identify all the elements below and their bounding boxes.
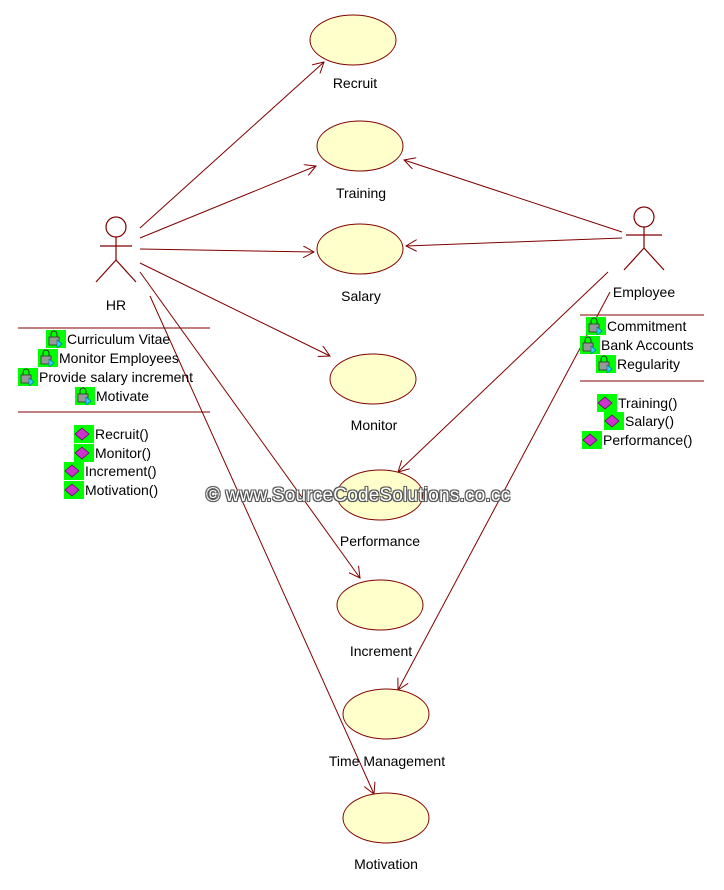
attribute-lock-icon [596, 355, 616, 374]
attribute-lock-icon [38, 349, 58, 368]
hr-attribute-text: Provide salary increment [39, 369, 194, 385]
hr-operation: Recruit() [74, 425, 149, 444]
usecase-motivation[interactable] [342, 792, 430, 844]
assoc-hr-increment [139, 271, 360, 578]
assoc-employee-salary [406, 237, 623, 246]
usecase-label-training: Training [335, 185, 387, 201]
watermark: © www.SourceCodeSolutions.co.cc [206, 485, 511, 506]
usecase-salary[interactable] [316, 223, 404, 275]
attribute-lock-icon [46, 330, 66, 349]
actor-employee-figure[interactable] [623, 206, 665, 271]
assoc-employee-training [404, 160, 623, 233]
operation-diamond-icon [64, 462, 84, 481]
operation-diamond-icon [604, 412, 624, 431]
employee-attribute-text: Regularity [617, 356, 681, 372]
usecase-increment[interactable] [336, 579, 424, 631]
hr-operation: Increment() [64, 462, 157, 481]
employee-attribute: Bank Accounts [580, 336, 694, 355]
use-cases [309, 14, 430, 844]
employee-attribute-text: Commitment [607, 318, 687, 334]
employee-operation-text: Training() [618, 395, 678, 411]
assoc-employee-time-management [398, 291, 611, 690]
hr-attribute-text: Monitor Employees [59, 350, 179, 366]
usecase-monitor[interactable] [329, 353, 417, 405]
usecase-label-performance: Performance [339, 533, 421, 549]
attribute-lock-icon [18, 368, 38, 387]
hr-attribute: Motivate [75, 387, 149, 406]
hr-operation-text: Motivation() [85, 482, 159, 498]
hr-attribute: Monitor Employees [38, 349, 179, 368]
hr-operation-text: Increment() [85, 463, 157, 479]
hr-attribute: Curriculum Vitae [46, 330, 171, 349]
usecase-label-salary: Salary [341, 288, 381, 304]
employee-attribute: Regularity [596, 355, 681, 374]
usecase-time-management[interactable] [342, 688, 430, 740]
actor-label-employee: Employee [612, 284, 676, 300]
hr-operation-text: Recruit() [95, 426, 149, 442]
operation-diamond-icon [74, 425, 94, 444]
hr-attribute-text: Curriculum Vitae [67, 331, 171, 347]
usecase-performance[interactable] [336, 469, 424, 521]
usecase-recruit[interactable] [309, 14, 397, 66]
employee-attribute-text: Bank Accounts [601, 337, 694, 353]
operation-diamond-icon [64, 481, 84, 500]
employee-operation-text: Performance() [603, 432, 693, 448]
employee-operation: Performance() [582, 431, 693, 450]
hr-operation: Motivation() [64, 481, 159, 500]
actor-hr-figure[interactable] [95, 216, 137, 283]
assoc-employee-performance [398, 271, 609, 472]
usecase-label-time-management: Time Management [328, 753, 446, 769]
employee-attribute: Commitment [586, 317, 687, 336]
employee-operation: Training() [597, 394, 678, 413]
employee-operation-text: Salary() [625, 413, 675, 429]
operation-diamond-icon [74, 444, 94, 463]
assoc-hr-monitor [139, 262, 330, 356]
hr-operation-text: Monitor() [95, 445, 152, 461]
associations [139, 62, 623, 794]
actor-label-hr: HR [105, 297, 127, 313]
assoc-hr-motivation [149, 295, 374, 794]
hr-attribute-text: Motivate [96, 388, 149, 404]
attribute-lock-icon [580, 336, 600, 355]
usecase-label-increment: Increment [349, 643, 413, 659]
assoc-hr-salary [139, 249, 314, 252]
assoc-hr-training [139, 166, 316, 239]
operation-diamond-icon [582, 431, 602, 450]
attribute-lock-icon [75, 387, 95, 406]
attribute-lock-icon [586, 317, 606, 336]
operation-diamond-icon [597, 394, 617, 413]
hr-operation: Monitor() [74, 444, 152, 463]
assoc-hr-recruit [139, 62, 324, 229]
usecase-label-motivation: Motivation [354, 856, 418, 872]
usecase-training[interactable] [316, 120, 404, 172]
usecase-label-monitor: Monitor [350, 417, 398, 433]
hr-attribute: Provide salary increment [18, 368, 194, 387]
employee-operation: Salary() [604, 412, 675, 431]
usecase-label-recruit: Recruit [332, 75, 378, 91]
